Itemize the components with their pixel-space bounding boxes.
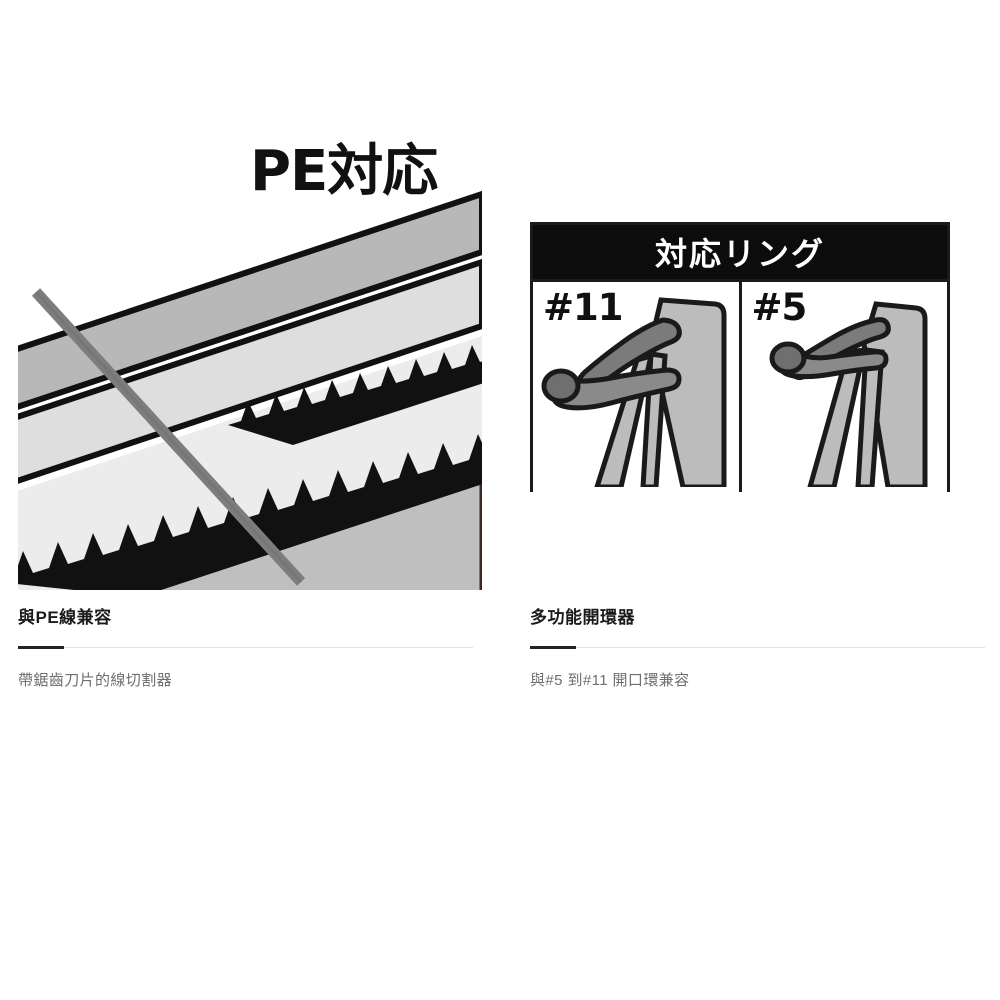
ring-panel-banner: 対応リング [533, 225, 947, 279]
ring-cell-11: #11 [533, 282, 739, 492]
ring-cell-5: #5 [738, 282, 947, 492]
sawtooth-edge-upper [228, 345, 482, 445]
feature-column-pe-line: PE対応 與PE線兼容 帶鋸齒刀片的線切割器 [0, 130, 500, 689]
caption-block-right: 多功能開環器 與#5 到#11 開口環兼容 [530, 608, 985, 691]
ring-panel-banner-text: 対応リング [654, 235, 825, 273]
compatible-ring-panel: 対応リング #11 [530, 222, 950, 492]
caption-block-left: 與PE線兼容 帶鋸齒刀片的線切割器 [18, 608, 478, 691]
ring-opener-diagram-5 [769, 301, 927, 487]
pe-line-illustration: PE対応 [18, 130, 482, 590]
serrated-blade-diagram [18, 130, 482, 590]
caption-divider-right [530, 646, 985, 650]
feature-column-ring-opener: 対応リング #11 [500, 130, 1000, 689]
feature-subtitle-right: 與#5 到#11 開口環兼容 [530, 672, 690, 690]
feature-grid: PE対応 與PE線兼容 帶鋸齒刀片的線切割器 対応リング #11 [0, 130, 1000, 689]
feature-title-left: 與PE線兼容 [18, 608, 112, 627]
pe-support-badge: PE対応 [250, 139, 438, 204]
sawtooth-edge-main [18, 434, 482, 590]
ring-size-label-11: #11 [543, 286, 623, 329]
ring-opener-tool-11 [541, 317, 682, 411]
ring-opener-diagram-11 [541, 297, 727, 487]
ring-size-label-5: #5 [751, 286, 808, 329]
pe-line-core [34, 290, 303, 584]
feature-title-right: 多功能開環器 [530, 608, 635, 627]
blade-band-middle [18, 258, 482, 484]
caption-divider-left [18, 646, 473, 650]
feature-subtitle-left: 帶鋸齒刀片的線切割器 [18, 672, 173, 690]
ring-body-11 [594, 297, 727, 487]
ring-opener-illustration: 対応リング #11 [530, 130, 970, 590]
blade-band-upper [18, 190, 482, 410]
ring-opener-tool-5 [769, 317, 891, 380]
ring-panel-cells: #11 [533, 279, 947, 492]
pe-line [31, 288, 306, 586]
